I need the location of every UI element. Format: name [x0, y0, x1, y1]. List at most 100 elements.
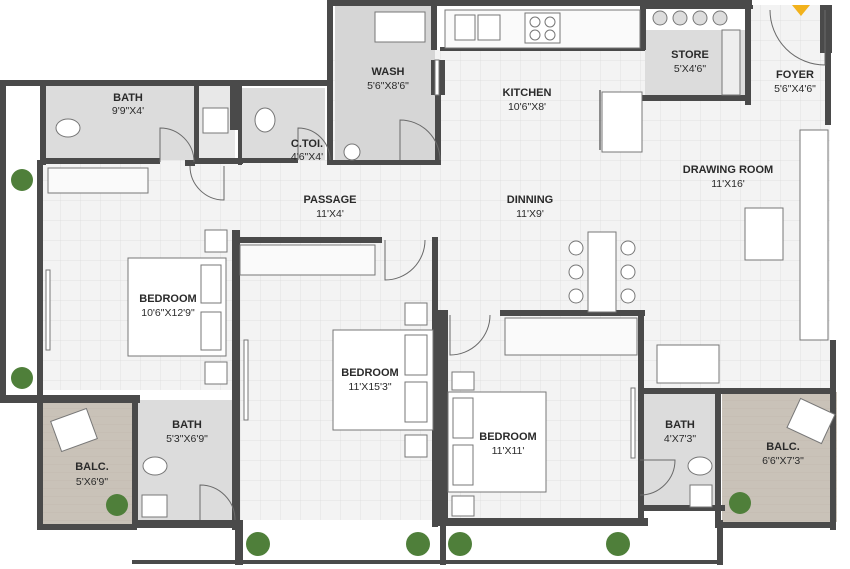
- store-jar: [672, 10, 688, 26]
- wall: [195, 158, 243, 164]
- wall: [0, 395, 140, 403]
- wall: [232, 237, 382, 243]
- room-name-bath-top: BATH: [113, 92, 143, 104]
- bedside-table: [404, 302, 428, 326]
- wc: [55, 118, 81, 138]
- hob-burner: [544, 29, 556, 41]
- floor-ctoi: [240, 88, 325, 160]
- room-dim-bath-right: 4'X7'3": [664, 433, 697, 445]
- wardrobe: [239, 244, 376, 276]
- door-swing: [159, 127, 195, 163]
- room-dim-balc-left: 5'X6'9": [76, 476, 109, 488]
- bedside-table: [451, 371, 475, 391]
- wall: [232, 230, 240, 530]
- bedside-table: [451, 495, 475, 517]
- wall: [132, 560, 722, 564]
- wall: [725, 388, 835, 394]
- dining-chair: [620, 288, 636, 304]
- room-dim-dinning: 11'X9': [516, 208, 544, 220]
- hob: [524, 12, 561, 44]
- duct-top-left: [5, 85, 40, 155]
- door-swing: [639, 459, 676, 496]
- room-name-passage: PASSAGE: [304, 194, 357, 206]
- wall: [715, 388, 721, 528]
- wall: [432, 237, 438, 527]
- pillow: [404, 381, 428, 423]
- kitchen-island: [601, 91, 643, 153]
- hob-burner: [544, 16, 556, 28]
- plant-icon: [246, 532, 270, 556]
- door-swing: [399, 119, 441, 161]
- dining-chair: [568, 240, 584, 256]
- window: [243, 339, 249, 421]
- wall: [431, 5, 437, 50]
- balcony-chair: [786, 397, 836, 445]
- room-dim-passage: 11'X4': [316, 208, 344, 220]
- armchair: [656, 344, 720, 384]
- hob-burner: [529, 29, 541, 41]
- wall: [717, 520, 723, 565]
- pillow: [452, 444, 474, 486]
- store-jar: [692, 10, 708, 26]
- wall: [438, 518, 648, 526]
- room-dim-bath-left: 5'3"X6'9": [166, 433, 208, 445]
- wall: [40, 158, 160, 164]
- wall: [640, 95, 750, 101]
- store-jar: [652, 10, 668, 26]
- wall: [333, 160, 441, 165]
- plants: [11, 169, 751, 556]
- window: [45, 269, 51, 351]
- wall: [438, 310, 448, 525]
- room-name-balc-left: BALC.: [75, 461, 109, 473]
- room-labels: BATH 9'9"X4' C.TOI. 4'6"X4' WASH 5'6"X8'…: [75, 49, 816, 488]
- wall: [230, 80, 238, 130]
- room-dim-bed-left: 10'6"X12'9": [141, 307, 195, 319]
- store-shelf: [721, 29, 741, 96]
- room-dim-bath-top: 9'9"X4': [112, 105, 144, 117]
- dining-table: [587, 231, 617, 313]
- room-name-wash: WASH: [372, 66, 405, 78]
- bedside-table: [404, 434, 428, 458]
- bedside-table: [204, 229, 228, 253]
- wall: [440, 520, 446, 565]
- bedside-table: [204, 361, 228, 385]
- room-name-kitchen: KITCHEN: [503, 87, 552, 99]
- doors: [159, 9, 826, 521]
- door-swing: [199, 484, 236, 521]
- wall: [640, 388, 730, 394]
- plant-icon: [448, 532, 472, 556]
- room-name-drawing: DRAWING ROOM: [683, 164, 773, 176]
- wc: [142, 456, 168, 476]
- room-dim-balc-right: 6'6"X7'3": [762, 455, 804, 467]
- plant-icon: [106, 494, 128, 516]
- pillow: [404, 334, 428, 376]
- dining-chair: [568, 264, 584, 280]
- room-name-bath-left: BATH: [172, 419, 202, 431]
- basin: [202, 107, 229, 134]
- wall: [0, 80, 6, 400]
- wall: [830, 340, 836, 530]
- pillow: [200, 264, 222, 304]
- planter-left: [5, 165, 39, 395]
- window: [630, 387, 636, 459]
- wall: [500, 310, 645, 316]
- washing-machine: [374, 11, 426, 43]
- wall: [185, 160, 195, 166]
- wall: [238, 158, 298, 163]
- wall: [435, 95, 441, 165]
- entry-arrow-icon: [792, 5, 810, 16]
- plant-icon: [729, 492, 751, 514]
- dining-chair: [620, 240, 636, 256]
- room-name-bed-left: BEDROOM: [139, 293, 196, 305]
- dining-chair: [568, 288, 584, 304]
- window: [434, 59, 440, 96]
- door-swing: [297, 127, 331, 161]
- plant-icon: [606, 532, 630, 556]
- wall: [194, 80, 199, 160]
- room-dim-kitchen: 10'6"X8': [508, 101, 546, 113]
- plant-icon: [11, 169, 33, 191]
- room-dim-store: 5'X4'6": [674, 63, 707, 75]
- door-swing: [449, 314, 491, 356]
- kitchen-sink-drainer: [477, 14, 501, 41]
- balcony-chair: [50, 407, 98, 453]
